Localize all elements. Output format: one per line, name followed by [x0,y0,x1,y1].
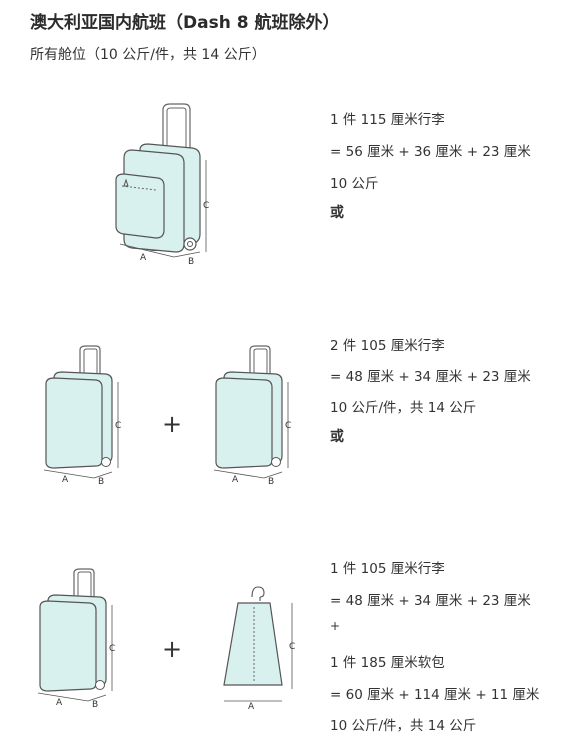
plus-sign: + [162,410,183,438]
option-2-line-3: 10 公斤/件，共 14 公斤 [330,400,477,416]
svg-text:C: C [115,421,121,431]
option-1-line-1: 1 件 115 厘米行李 [330,112,445,128]
option-1-line-2: = 56 厘米 + 36 厘米 + 23 厘米 [330,144,531,160]
plus-sign: + [162,635,183,663]
page-title: 澳大利亚国内航班（Dash 8 航班除外） [30,13,340,33]
option-3-plus: + [330,619,341,633]
option-3-line-4: 1 件 185 厘米软包 [330,655,445,671]
suitcase-illustration-2: C A B [213,345,291,484]
option-1-or-separator: 或 [330,205,344,221]
option-3-line-5: = 60 厘米 + 114 厘米 + 11 厘米 [330,687,540,703]
suitcase-illustration-3: C A B [37,568,115,707]
svg-text:B: B [268,477,274,484]
svg-text:B: B [188,257,194,267]
option-2-line-1: 2 件 105 厘米行李 [330,338,445,354]
option-2-line-2: = 48 厘米 + 34 厘米 + 23 厘米 [330,369,531,385]
svg-text:A: A [56,698,63,707]
page-subtitle: 所有舱位（10 公斤/件，共 14 公斤） [30,47,266,63]
large-suitcase-illustration: C A B [115,103,209,267]
svg-text:B: B [98,477,104,484]
svg-text:A: A [140,253,147,263]
svg-text:C: C [285,421,291,431]
option-1-line-3: 10 公斤 [330,176,379,192]
svg-text:B: B [92,700,98,707]
svg-text:A: A [232,475,239,484]
option-3-line-6: 10 公斤/件，共 14 公斤 [330,718,477,734]
option-2-or-separator: 或 [330,429,344,445]
svg-text:C: C [109,644,115,654]
svg-text:C: C [203,201,209,211]
svg-text:A: A [248,702,255,712]
svg-text:A: A [62,475,69,484]
garment-bag-illustration: C A [223,586,295,712]
svg-text:C: C [289,642,295,652]
option-3-line-1: 1 件 105 厘米行李 [330,561,445,577]
suitcase-illustration-1: C A B [43,345,121,484]
option-3-line-2: = 48 厘米 + 34 厘米 + 23 厘米 [330,593,531,609]
